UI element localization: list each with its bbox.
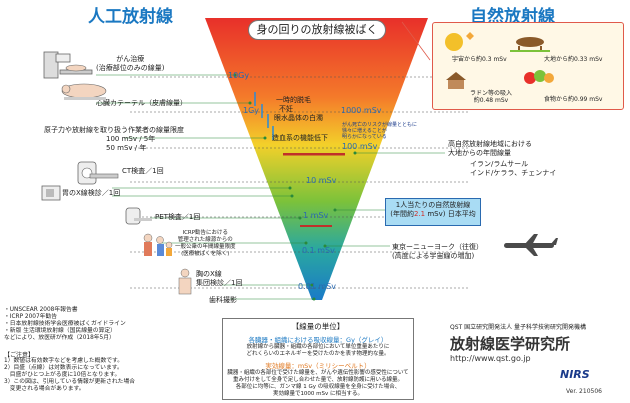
scale-0-01msv: 0.01 mSv <box>298 282 336 291</box>
chest-xray-label: 胸のX線 集団検診／1回 <box>196 270 243 287</box>
scale-10msv: 10 mSv <box>306 176 337 185</box>
natural-radiation-box <box>432 22 624 110</box>
org-legal-name: QST 国立研究開発法人 量子科学技術研究開発機構 <box>450 324 587 331</box>
ground-horses-icon <box>510 37 550 52</box>
chest-xray-person-icon <box>178 268 192 295</box>
effect-arrows <box>254 92 274 140</box>
sources-list: ・UNSCEAR 2008年報告書 ・ICRP 2007年勧告 ・日本放射線技術… <box>4 307 126 341</box>
scale-1gy: 1Gy <box>243 106 260 115</box>
food-icon <box>524 70 554 84</box>
stomach-xray-label: 胃のX線検診／1回 <box>62 189 121 197</box>
cardiac-catheter-label: 心臓カテーテル（皮膚線量） <box>96 99 187 107</box>
notes-title: 【ご注意】 <box>4 352 35 359</box>
stomach-xray-icon <box>41 185 61 201</box>
scale-100msv: 100 mSv <box>342 142 378 151</box>
natural-box-connector <box>401 21 431 61</box>
dose-units-box: 【線量の単位】 各臓器・組織における吸収線量：Gy（グレイ） 放射線から臓器・組… <box>222 318 414 400</box>
radon-dose: ラドン等の吸入 約0.48 mSv <box>470 90 513 104</box>
worker-limit-label: 原子力や放射線を取り扱う作業者の線量限度 100 mSv / 5年 50 mSv… <box>44 126 184 152</box>
ground-dose: 大地から約0.33 mSv <box>544 56 603 63</box>
pet-scan-label: PET検査／1回 <box>155 213 201 221</box>
effect-infertility: 不妊 <box>279 105 293 113</box>
diagram-title: 身の回りの放射線被ばく <box>248 20 386 40</box>
sievert-description: 臓器・組織の各部位で受けた線量を、がんや遺伝性影響の感受性について 重み付けをし… <box>227 370 409 397</box>
nirs-logo: NIRS <box>560 368 590 381</box>
scale-0-1msv: 0.1 mSv <box>302 246 335 255</box>
scale-1msv: 1 mSv <box>303 211 329 220</box>
house-icon <box>446 72 466 89</box>
notes-list: 1）数値は有効数字などを考慮した概数です。 2）目盛（点線）は対数表示になってい… <box>4 358 136 392</box>
cardiac-catheter-icon <box>61 83 107 100</box>
ct-scanner-icon <box>77 161 119 185</box>
effect-hair-loss: 一時的脱毛 <box>276 96 311 104</box>
cancer-risk-note: がん死亡のリスクが線量とともに 徐々に増えることが 明らかになっている <box>342 122 418 140</box>
connector-lines <box>96 74 445 300</box>
units-title: 【線量の単位】 <box>291 322 345 331</box>
japan-average-box: 1人当たりの自然放射線 (年間約2.1 mSv) 日本平均 <box>385 198 481 226</box>
radiotherapy-machine-icon <box>43 51 93 79</box>
gray-heading: 各臓器・組織における吸収線量：Gy（グレイ） <box>248 336 388 344</box>
gray-description: 放射線から臓器・組織の各部位において単位重量あたりに どれくらいのエネルギーを受… <box>246 344 390 357</box>
version-label: Ver. 210506 <box>566 388 602 395</box>
dental-xray-label: 歯科撮影 <box>209 296 237 304</box>
high-background-places: イラン/ラムサール インド/ケララ、チェンナイ <box>470 160 557 177</box>
sievert-heading: 実効線量：mSv（ミリシーベルト） <box>265 362 371 370</box>
public-limit-label: ICRP勧告における 管理された線源からの 一般公衆の年間線量限度 (医療被ばく… <box>175 230 236 257</box>
food-dose: 食物から約0.99 mSv <box>544 96 603 103</box>
scale-10gy: 10Gy <box>228 71 250 80</box>
high-background-label: 高自然放射線地域における 大地からの年間線量 <box>448 140 532 157</box>
space-icon <box>445 32 474 51</box>
connector-dots <box>233 73 357 301</box>
family-icon <box>143 233 173 256</box>
cancer-treatment-label: がん治療 (治療部位のみの線量) <box>96 55 165 72</box>
scale-1000msv: 1000 mSv <box>341 106 382 115</box>
threshold-bars <box>283 153 345 227</box>
effect-hematopoietic: 造血系の機能低下 <box>272 134 328 142</box>
institute-name: 放射線医学研究所 <box>450 335 571 353</box>
effect-cataract: 眼水晶体の白濁 <box>274 114 323 122</box>
funnel-shape <box>205 18 428 300</box>
pet-scanner-icon <box>125 207 152 225</box>
space-dose: 宇宙から約0.3 mSv <box>452 56 507 63</box>
flight-dose-label: 東京ーニューヨーク（往復） (高度による宇宙線の増加) <box>392 243 483 260</box>
airplane-icon <box>504 234 558 256</box>
ct-scan-label: CT検査／1回 <box>122 167 164 175</box>
org-url[interactable]: http://www.qst.go.jp <box>450 354 531 363</box>
artificial-header: 人工放射線 <box>88 7 173 27</box>
